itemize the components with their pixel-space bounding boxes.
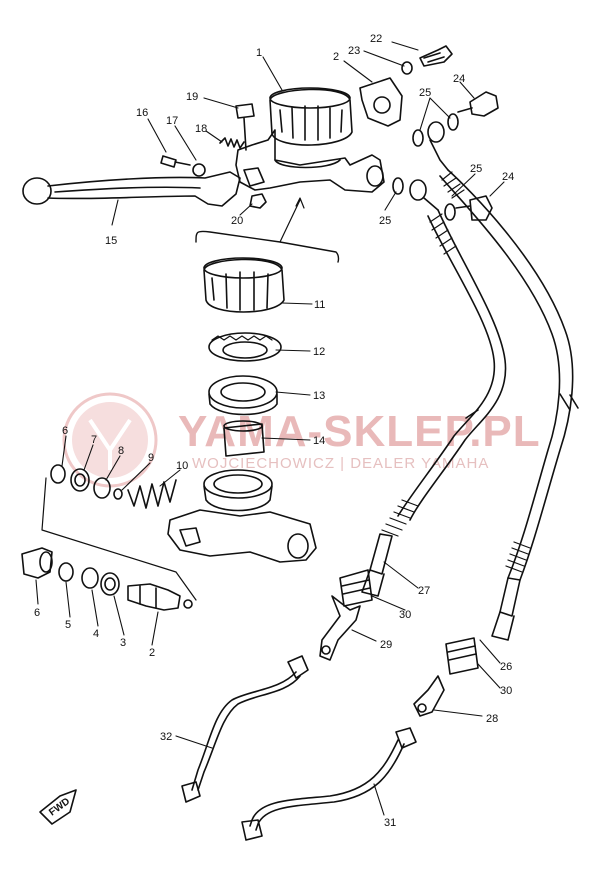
callout-5: 5 bbox=[65, 619, 71, 631]
bracket-29 bbox=[319, 595, 361, 661]
callout-11: 11 bbox=[314, 299, 325, 311]
ring-5 bbox=[58, 562, 74, 582]
diaphragm-plate-12 bbox=[208, 332, 282, 362]
callout-9: 9 bbox=[148, 452, 154, 464]
grommet-30-left bbox=[339, 569, 373, 607]
union-bolt-24-top bbox=[457, 91, 499, 117]
brake-hose-27 bbox=[361, 209, 507, 597]
washer-8 bbox=[93, 477, 111, 499]
callout-7: 7 bbox=[91, 434, 97, 446]
forward-direction-arrow-icon bbox=[39, 789, 77, 825]
brake-lever-15 bbox=[22, 171, 241, 207]
cup-9 bbox=[113, 488, 123, 500]
diaphragm-13 bbox=[208, 375, 278, 416]
reservoir-cap-11 bbox=[203, 257, 285, 313]
banjo-fitting-lower bbox=[409, 179, 439, 211]
callout-23: 23 bbox=[348, 45, 360, 57]
callout-26: 26 bbox=[500, 661, 512, 673]
float-14 bbox=[223, 420, 265, 457]
callout-1: 1 bbox=[256, 47, 262, 59]
washer-25a bbox=[412, 113, 459, 147]
dust-boot-6-lower bbox=[21, 547, 53, 579]
watermark-subtitle: WOJCIECHOWICZ | DEALER YAMAHA bbox=[192, 455, 489, 472]
callout-28: 28 bbox=[486, 713, 498, 725]
callout-24: 24 bbox=[502, 171, 514, 183]
callout-17: 17 bbox=[166, 115, 178, 127]
callout-numbers: 1 2 22 23 24 25 25 24 25 19 16 17 18 20 … bbox=[34, 33, 514, 829]
callout-27: 27 bbox=[418, 585, 430, 597]
brake-pipe-32 bbox=[181, 655, 309, 803]
banjo-fitting-upper bbox=[427, 121, 449, 171]
reservoir-cap-1 bbox=[269, 87, 353, 146]
callout-30: 30 bbox=[399, 609, 411, 621]
nut-20 bbox=[249, 193, 267, 209]
dust-boot-6-upper bbox=[50, 464, 66, 484]
seal-3 bbox=[100, 572, 120, 596]
spring-10 bbox=[127, 479, 177, 509]
brake-hose-26 bbox=[439, 169, 579, 641]
callout-20: 20 bbox=[231, 215, 243, 227]
master-cylinder-body bbox=[235, 129, 385, 193]
clamp-2 bbox=[359, 77, 403, 127]
washer-4 bbox=[81, 567, 99, 589]
bolt-22 bbox=[419, 45, 453, 67]
callout-6: 6 bbox=[62, 425, 68, 437]
callout-32: 32 bbox=[160, 731, 172, 743]
callout-19: 19 bbox=[186, 91, 198, 103]
callout-2: 2 bbox=[149, 647, 155, 659]
callout-2: 2 bbox=[333, 51, 339, 63]
callout-14: 14 bbox=[313, 435, 325, 447]
washer-25b bbox=[392, 177, 456, 221]
callout-29: 29 bbox=[380, 639, 392, 651]
piston-2 bbox=[127, 583, 193, 611]
callout-13: 13 bbox=[313, 390, 325, 402]
callout-15: 15 bbox=[105, 235, 117, 247]
callout-24: 24 bbox=[453, 73, 465, 85]
callout-30: 30 bbox=[500, 685, 512, 697]
callout-12: 12 bbox=[313, 346, 325, 358]
grommet-30-right bbox=[445, 637, 479, 675]
spring-18 bbox=[219, 137, 245, 149]
callout-22: 22 bbox=[370, 33, 382, 45]
bolt-16 bbox=[160, 155, 191, 168]
callout-25: 25 bbox=[379, 215, 391, 227]
bracket-28 bbox=[413, 675, 445, 717]
circlip-7 bbox=[70, 468, 90, 492]
callout-25: 25 bbox=[470, 163, 482, 175]
callout-6: 6 bbox=[34, 607, 40, 619]
callout-4: 4 bbox=[93, 628, 99, 640]
callout-8: 8 bbox=[118, 445, 124, 457]
exploded-view-bracket bbox=[41, 197, 340, 601]
fwd-label: FWD bbox=[47, 796, 72, 818]
callout-10: 10 bbox=[176, 460, 188, 472]
nut-17 bbox=[192, 163, 206, 177]
bolt-19 bbox=[235, 103, 255, 151]
leader-lines bbox=[35, 41, 505, 816]
callout-16: 16 bbox=[136, 107, 148, 119]
brake-pipe-31 bbox=[241, 727, 417, 841]
callout-18: 18 bbox=[195, 123, 207, 135]
callout-25: 25 bbox=[419, 87, 431, 99]
callout-3: 3 bbox=[120, 637, 126, 649]
lower-body bbox=[167, 469, 317, 563]
washer-23 bbox=[401, 61, 413, 75]
callout-31: 31 bbox=[384, 817, 396, 829]
